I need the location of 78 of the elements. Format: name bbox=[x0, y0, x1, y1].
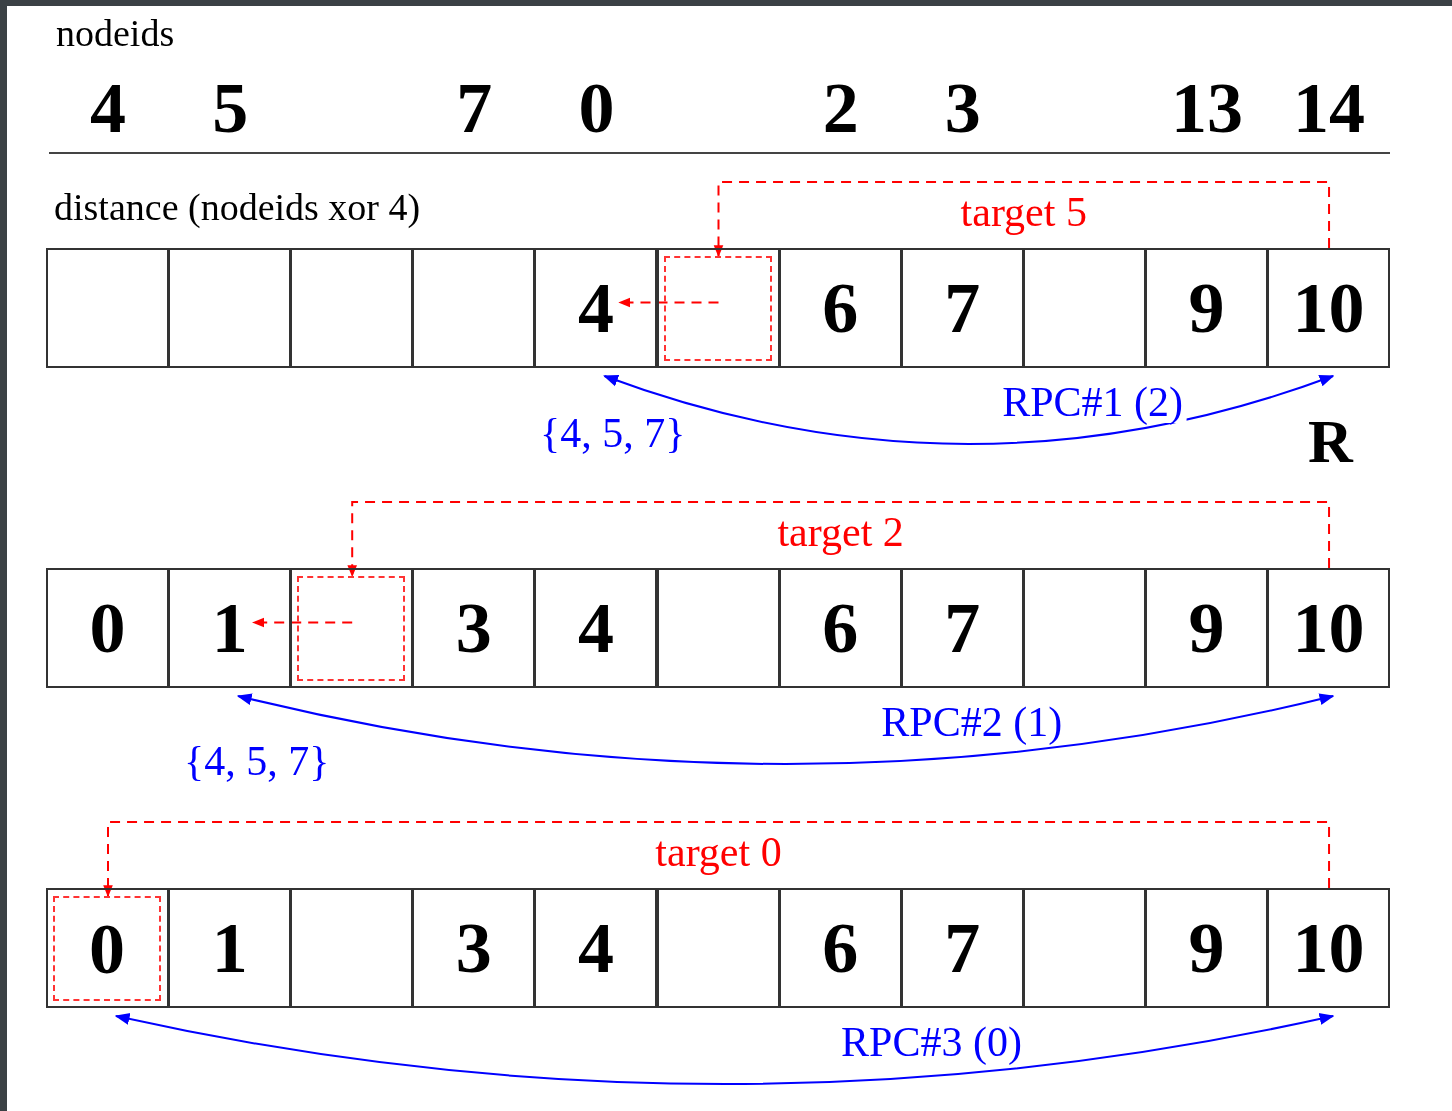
cell-value: 9 bbox=[1188, 912, 1225, 984]
curved-arrow bbox=[603, 374, 1335, 445]
array-cell bbox=[1022, 248, 1146, 368]
cell-value: 7 bbox=[944, 272, 981, 344]
array-cell bbox=[778, 888, 902, 1008]
node-set: {4, 5, 7} bbox=[540, 412, 686, 454]
node-id: 13 bbox=[1170, 72, 1243, 144]
array-cell bbox=[412, 568, 536, 688]
array-cell bbox=[656, 248, 780, 368]
node-id: 0 bbox=[578, 72, 615, 144]
array-cell bbox=[534, 568, 658, 688]
array-cell bbox=[900, 888, 1024, 1008]
array-cell bbox=[290, 568, 414, 688]
marker-letter: R bbox=[1308, 410, 1353, 472]
array-cell bbox=[46, 888, 170, 1008]
dashed-arrow bbox=[347, 501, 1331, 578]
array-cell bbox=[1022, 888, 1146, 1008]
dashed-target-box bbox=[297, 576, 406, 681]
cell-value: 0 bbox=[89, 912, 125, 985]
node-id: 2 bbox=[822, 72, 859, 144]
cell-value: 3 bbox=[455, 592, 492, 664]
array-cell bbox=[1267, 568, 1391, 688]
node-id: 7 bbox=[456, 72, 493, 144]
dashed-arrow bbox=[618, 297, 720, 308]
array-cell bbox=[534, 248, 658, 368]
array-cell bbox=[46, 568, 170, 688]
cell-value: 0 bbox=[89, 592, 126, 664]
node-id: 4 bbox=[90, 72, 127, 144]
cell-value: 3 bbox=[455, 912, 492, 984]
array-cell bbox=[1144, 568, 1268, 688]
array-cell bbox=[1267, 248, 1391, 368]
cell-value: 6 bbox=[822, 592, 859, 664]
curved-arrow bbox=[236, 693, 1335, 765]
cell-value: 9 bbox=[1188, 592, 1225, 664]
array-cell bbox=[168, 248, 292, 368]
array-cell bbox=[656, 888, 780, 1008]
dashed-arrow bbox=[252, 617, 354, 628]
dashed-target-box bbox=[663, 256, 772, 361]
cell-value: 1 bbox=[211, 592, 248, 664]
array-cell bbox=[778, 248, 902, 368]
array-cell bbox=[168, 888, 292, 1008]
cell-value: 7 bbox=[944, 592, 981, 664]
cell-value: 7 bbox=[944, 912, 981, 984]
dashed-arrow bbox=[713, 181, 1331, 258]
array-cell bbox=[1144, 888, 1268, 1008]
cell-value: 4 bbox=[577, 912, 614, 984]
cell-value: 10 bbox=[1292, 912, 1365, 984]
array-cell bbox=[290, 248, 414, 368]
cell-value: 6 bbox=[822, 272, 859, 344]
array-cell bbox=[900, 568, 1024, 688]
cell-value: 1 bbox=[211, 912, 248, 984]
array-cell bbox=[290, 888, 414, 1008]
cell-value: 6 bbox=[822, 912, 859, 984]
cell-value: 10 bbox=[1292, 592, 1365, 664]
node-id: 3 bbox=[944, 72, 981, 144]
array-cell bbox=[412, 248, 536, 368]
array-cell bbox=[656, 568, 780, 688]
array-cell bbox=[412, 888, 536, 1008]
node-id: 14 bbox=[1293, 72, 1366, 144]
node-set: {4, 5, 7} bbox=[184, 740, 330, 782]
cell-value: 9 bbox=[1188, 272, 1225, 344]
dashed-arrow bbox=[103, 821, 1331, 898]
array-cell bbox=[168, 568, 292, 688]
node-id: 5 bbox=[212, 72, 249, 144]
cell-value: 4 bbox=[577, 592, 614, 664]
array-cell bbox=[1022, 568, 1146, 688]
array-cell bbox=[46, 248, 170, 368]
section-heading: distance (nodeids xor 4) bbox=[54, 188, 421, 226]
section-heading: nodeids bbox=[56, 14, 175, 52]
dashed-target-box bbox=[53, 896, 161, 1001]
cell-value: 10 bbox=[1292, 272, 1365, 344]
curved-arrow bbox=[114, 1012, 1335, 1085]
array-cell bbox=[1267, 888, 1391, 1008]
cell-value: 4 bbox=[577, 272, 614, 344]
array-cell bbox=[1144, 248, 1268, 368]
array-cell bbox=[900, 248, 1024, 368]
array-cell bbox=[778, 568, 902, 688]
array-cell bbox=[534, 888, 658, 1008]
